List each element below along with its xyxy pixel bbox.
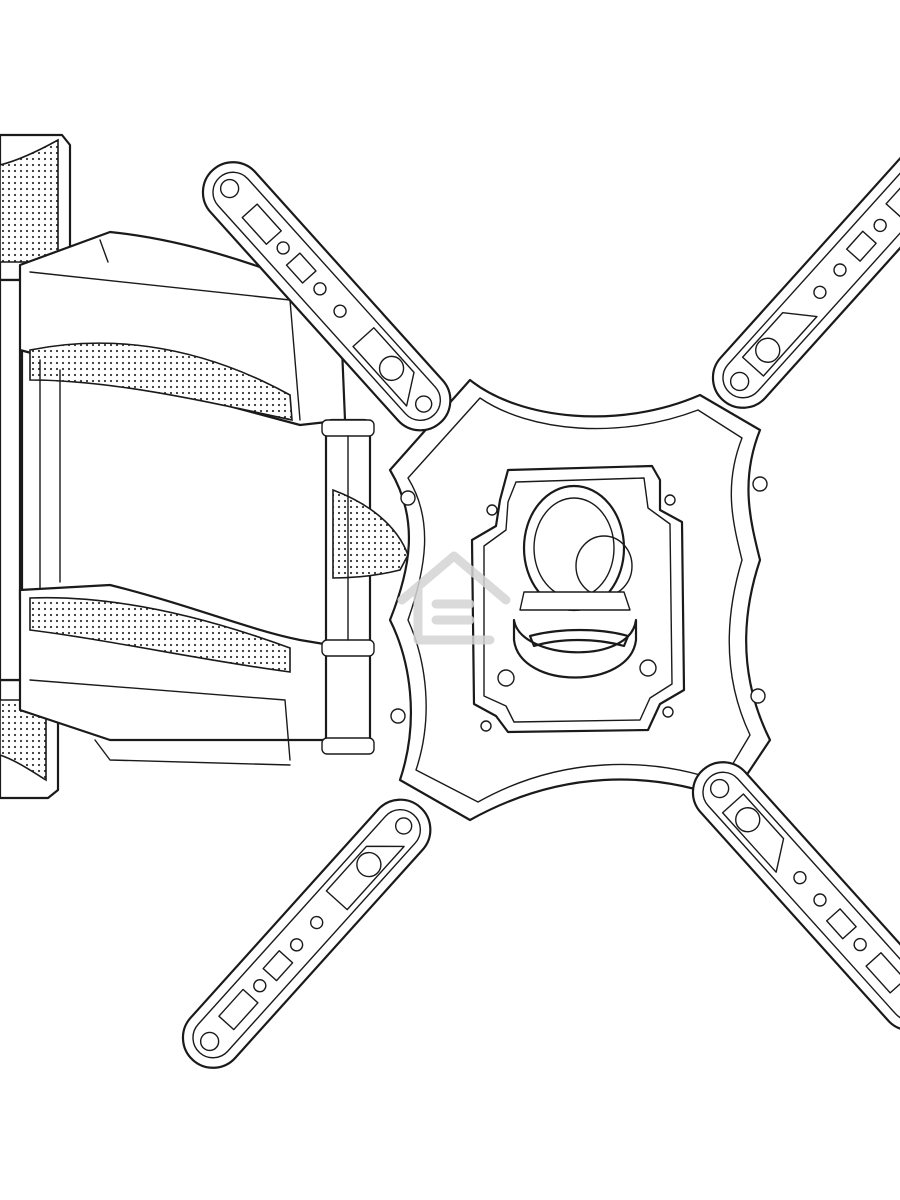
tv-bracket-arm-top-left	[201, 161, 452, 432]
tv-bracket-arm-top-right	[711, 138, 900, 409]
house-watermark-icon	[397, 551, 511, 645]
lower-arm	[18, 583, 332, 766]
tv-bracket-arm-bottom-right	[691, 761, 900, 1032]
upper-arm	[18, 230, 347, 602]
pivot-hinge	[321, 418, 409, 755]
tv-bracket-arm-bottom-left	[181, 798, 432, 1069]
center-bracket	[470, 464, 686, 734]
wall-plate	[0, 133, 72, 800]
